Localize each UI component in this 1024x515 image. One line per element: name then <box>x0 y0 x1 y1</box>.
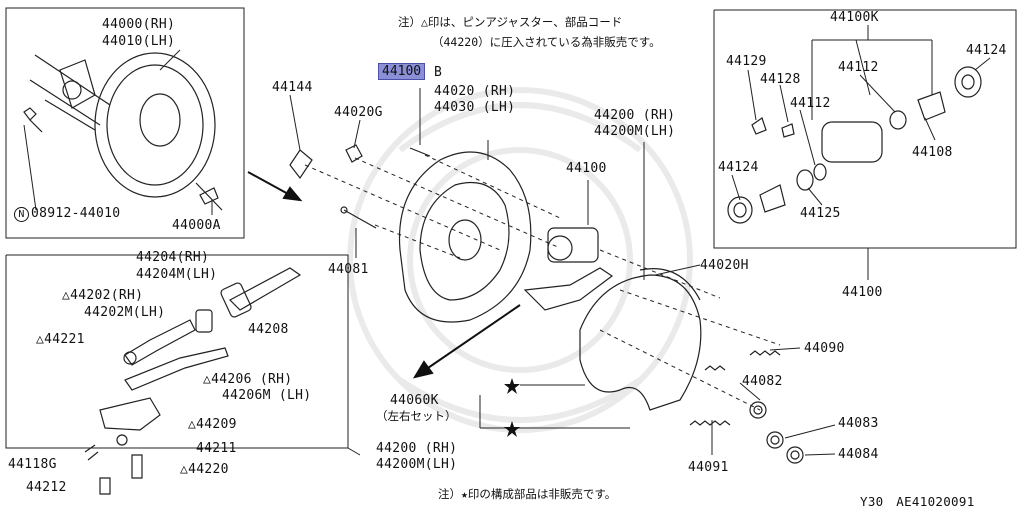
part-label-44202rh[interactable]: 44202(RH) <box>62 288 143 303</box>
part-label-44100k[interactable]: 44100K <box>830 10 879 25</box>
part-label-44084[interactable]: 44084 <box>838 447 879 462</box>
part-label-44200rh-top[interactable]: 44200 (RH) <box>594 108 676 123</box>
part-label-44020g[interactable]: 44020G <box>334 105 383 120</box>
part-label-44091[interactable]: 44091 <box>688 460 729 475</box>
part-label-44211[interactable]: 44211 <box>196 441 237 456</box>
part-label-44200rh-bottom[interactable]: 44200 (RH) <box>376 441 458 456</box>
part-label-44144[interactable]: 44144 <box>272 80 313 95</box>
part-label-44108[interactable]: 44108 <box>912 145 953 160</box>
part-label-44100-right[interactable]: 44100 <box>842 285 883 300</box>
part-label-44083[interactable]: 44083 <box>838 416 879 431</box>
center-parts-drawing <box>289 144 804 464</box>
diagram-id: Y30 AE41020091 <box>860 494 975 509</box>
part-label-44090[interactable]: 44090 <box>804 341 845 356</box>
part-label-44082[interactable]: 44082 <box>742 374 783 389</box>
part-label-44112-a[interactable]: 44112 <box>838 60 879 75</box>
part-label-44202mlh[interactable]: 44202M(LH) <box>84 305 166 320</box>
leader-lines <box>23 25 991 456</box>
part-label-44128[interactable]: 44128 <box>760 72 801 87</box>
part-label-44208[interactable]: 44208 <box>248 322 289 337</box>
star-marks <box>504 378 520 437</box>
box-adjuster-assembly <box>5 254 349 449</box>
backing-plate-assembly-drawing <box>23 52 223 211</box>
note-non-sale-parts: 注）★印の構成部品は非販売です。 <box>438 487 617 501</box>
adjuster-parts-drawing <box>84 267 302 495</box>
part-label-44112-b[interactable]: 44112 <box>790 96 831 111</box>
part-label-08912-text: 08912-44010 <box>31 206 121 221</box>
arrows <box>247 171 521 379</box>
group-boxes <box>5 7 1017 449</box>
box-wheel-cylinder-kit <box>713 9 1017 249</box>
part-label-44206rh[interactable]: 44206 (RH) <box>203 372 292 387</box>
part-label-44221[interactable]: 44221 <box>36 332 85 347</box>
part-label-44204rh[interactable]: 44204(RH) <box>136 250 210 265</box>
part-label-44030lh[interactable]: 44030 (LH) <box>434 100 516 115</box>
part-label-44200mlh-top[interactable]: 44200M(LH) <box>594 124 676 139</box>
part-label-44124-b[interactable]: 44124 <box>718 160 759 175</box>
part-label-44020h[interactable]: 44020H <box>700 258 749 273</box>
part-label-44204mlh[interactable]: 44204M(LH) <box>136 267 218 282</box>
assembly-lines <box>304 154 781 411</box>
part-label-44200mlh-bottom[interactable]: 44200M(LH) <box>376 457 458 472</box>
part-label-44212[interactable]: 44212 <box>26 480 67 495</box>
part-label-44100-mid[interactable]: 44100 <box>566 161 607 176</box>
part-label-44081[interactable]: 44081 <box>328 262 369 277</box>
highlight-suffix: B <box>434 65 443 80</box>
note-pin-adjuster: 注）△印は、ピンアジャスター、部品コード <box>398 15 623 29</box>
part-label-44129[interactable]: 44129 <box>726 54 767 69</box>
part-label-44220[interactable]: 44220 <box>180 462 229 477</box>
wheel-cylinder-kit-drawing <box>727 66 982 224</box>
part-label-44020rh[interactable]: 44020 (RH) <box>434 84 516 99</box>
part-label-44118g[interactable]: 44118G <box>8 457 57 472</box>
part-label-44124-a[interactable]: 44124 <box>966 43 1007 58</box>
part-label-44125[interactable]: 44125 <box>800 206 841 221</box>
box-backing-plate-assembly <box>5 7 245 239</box>
part-label-44209[interactable]: 44209 <box>188 417 237 432</box>
watermark <box>347 87 693 433</box>
part-44100-highlight[interactable]: 44100 <box>378 63 426 80</box>
part-label-44206mlh[interactable]: 44206M (LH) <box>222 388 312 403</box>
part-label-44000rh[interactable]: 44000(RH) <box>102 17 176 32</box>
part-label-44060k-set-note: （左右セット） <box>376 409 457 423</box>
part-label-44060k[interactable]: 44060K <box>390 393 439 408</box>
n-circle-icon: N <box>14 207 29 222</box>
note-pin-adjuster-line2: （44220）に圧入されている為非販売です。 <box>432 35 661 49</box>
part-label-44000a[interactable]: 44000A <box>172 218 221 233</box>
highlight-part-number: 44100 <box>382 64 422 79</box>
part-label-44010lh[interactable]: 44010(LH) <box>102 34 176 49</box>
